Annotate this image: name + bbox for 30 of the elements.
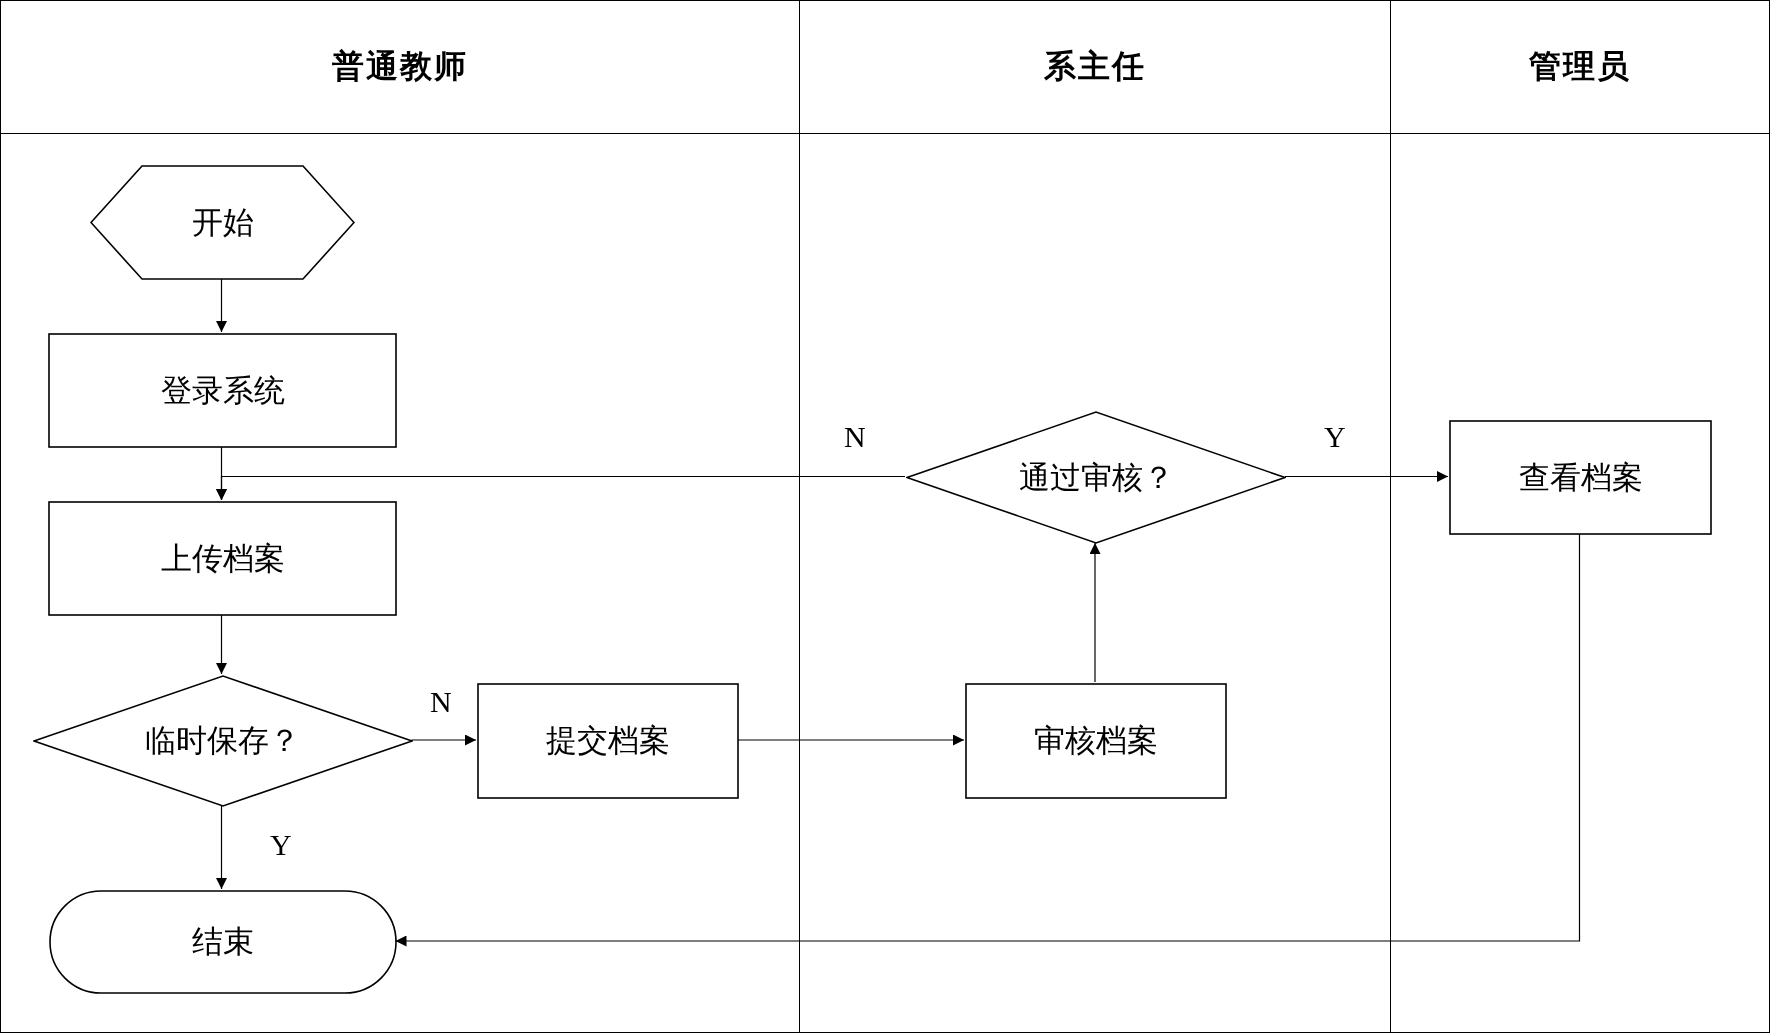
node-label: 通过审核？ (1018, 458, 1174, 497)
process-box (1449, 420, 1712, 535)
lane-title: 普通教师 (332, 47, 468, 86)
process-box (965, 683, 1227, 799)
swimlane (0, 0, 800, 1033)
lane-title: 管理员 (1529, 47, 1631, 86)
start-hexagon (90, 165, 355, 280)
process-box (477, 683, 739, 799)
lane-title: 系主任 (1044, 47, 1146, 86)
arrow (1284, 471, 1449, 482)
arrow (1089, 542, 1101, 683)
decision-diamond (906, 411, 1286, 544)
node-label: 登录系统 (160, 371, 285, 410)
node-label: 查看档案 (1518, 458, 1643, 497)
node-label: 结束 (191, 923, 254, 961)
arrow (216, 475, 906, 501)
arrow (216, 614, 227, 675)
swimlane (1390, 0, 1770, 1033)
arrow (216, 805, 227, 890)
process-box (48, 333, 397, 448)
swimlane (799, 0, 1391, 1033)
node-label: 临时保存？ (145, 722, 300, 760)
decision-diamond (32, 675, 413, 807)
node-label: 上传档案 (160, 539, 285, 578)
node-label: 提交档案 (546, 722, 670, 760)
arrow (410, 734, 477, 746)
arrow (216, 278, 227, 333)
node-label: 审核档案 (1034, 722, 1158, 760)
process-box (48, 501, 397, 616)
node-label: 开始 (191, 203, 254, 242)
